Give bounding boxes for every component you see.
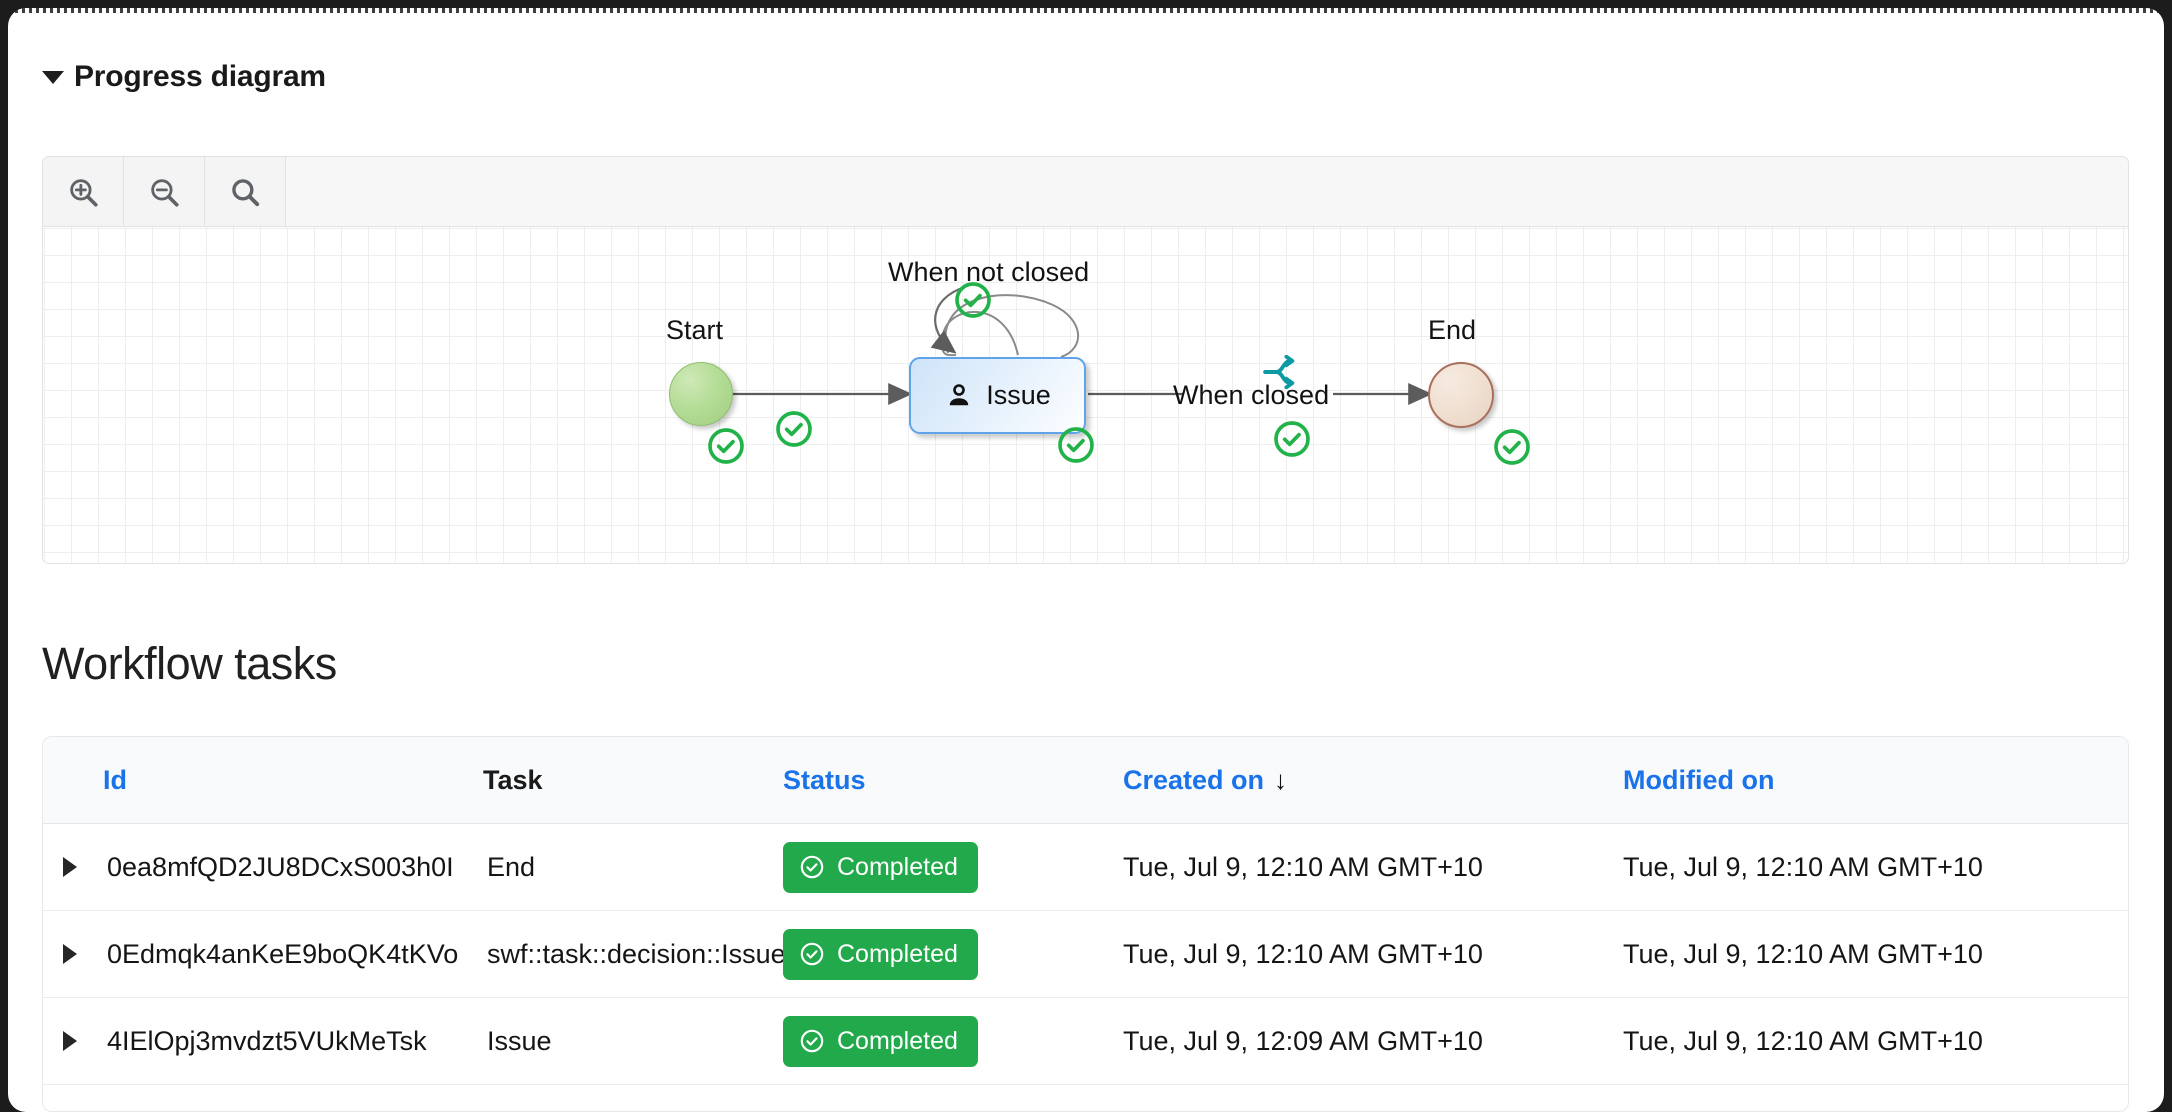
table-row[interactable]: 0ea8mfQD2JU8DCxS003h0I End Completed Tue… xyxy=(43,823,2128,911)
table-row[interactable]: 0Edmqk4anKeE9boQK4tKVo swf::task::decisi… xyxy=(43,910,2128,998)
cell-status: Completed xyxy=(783,823,1123,911)
check-circle-icon xyxy=(1058,427,1094,463)
zoom-out-icon xyxy=(151,178,179,207)
status-badge[interactable]: Completed xyxy=(783,1015,978,1067)
node-end[interactable] xyxy=(1428,362,1494,428)
expand-row-icon[interactable] xyxy=(63,944,77,964)
search-icon xyxy=(232,178,260,206)
cell-task: Issue xyxy=(483,997,783,1085)
cell-status: Completed xyxy=(783,997,1123,1085)
page-title: Progress diagram xyxy=(74,60,326,93)
status-badge-label: Completed xyxy=(837,852,958,881)
cell-id: 0ea8mfQD2JU8DCxS003h0I xyxy=(103,823,483,911)
column-header-status[interactable]: Status xyxy=(783,737,1123,824)
person-icon xyxy=(949,383,969,405)
check-circle-icon xyxy=(800,855,824,879)
row-expand-cell[interactable] xyxy=(43,823,103,911)
check-circle-icon xyxy=(776,411,812,447)
column-header-expand xyxy=(43,737,103,824)
cell-status: Completed xyxy=(783,910,1123,998)
check-circle-icon xyxy=(708,428,744,464)
node-label-end: End xyxy=(1428,315,1477,345)
zoom-reset-button[interactable] xyxy=(205,157,286,226)
column-header-id[interactable]: Id xyxy=(103,737,483,824)
edge-label-when-not-closed: When not closed xyxy=(888,257,1090,287)
expand-row-icon[interactable] xyxy=(63,1031,77,1051)
progress-card: Progress diagram xyxy=(8,8,2164,1112)
cell-created-on: Tue, Jul 9, 12:09 AM GMT+10 xyxy=(1123,997,1623,1085)
cell-id: 0Edmqk4anKeE9boQK4tKVo xyxy=(103,910,483,998)
diagram-toolbar xyxy=(42,156,2129,226)
status-badge-label: Completed xyxy=(837,939,958,968)
node-issue[interactable]: Issue xyxy=(909,357,1086,434)
node-issue-label: Issue xyxy=(986,380,1051,410)
zoom-in-icon xyxy=(70,178,98,207)
top-cut-edge xyxy=(8,8,2164,13)
diagram-edges xyxy=(708,285,1433,405)
cell-id: 4IElOpj3mvdzt5VUkMeTsk xyxy=(103,997,483,1085)
caret-down-icon[interactable] xyxy=(42,70,64,84)
arrow-down-icon: ↓ xyxy=(1274,764,1288,795)
cell-task: End xyxy=(483,823,783,911)
progress-diagram: Start Issue End When not closed When clo… xyxy=(42,156,2129,584)
workflow-tasks-heading: Workflow tasks xyxy=(42,638,337,689)
progress-diagram-section-header[interactable]: Progress diagram xyxy=(42,60,326,94)
diagram-canvas[interactable]: Start Issue End When not closed When clo… xyxy=(42,226,2129,564)
workflow-tasks-table: Id Task Status Created on ↓ Modified on xyxy=(42,736,2129,1112)
node-label-start: Start xyxy=(666,315,724,345)
check-circle-icon xyxy=(1494,429,1530,465)
column-header-status-label[interactable]: Status xyxy=(783,764,866,795)
row-expand-cell[interactable] xyxy=(43,997,103,1085)
column-header-modified-on[interactable]: Modified on xyxy=(1623,737,2128,824)
status-badge[interactable]: Completed xyxy=(783,841,978,893)
check-circle-icon xyxy=(800,942,824,966)
column-header-created-on[interactable]: Created on ↓ xyxy=(1123,737,1623,824)
column-header-created-on-label[interactable]: Created on xyxy=(1123,764,1265,795)
table-body: 0ea8mfQD2JU8DCxS003h0I End Completed Tue… xyxy=(43,823,2128,1085)
status-badge-label: Completed xyxy=(837,1026,958,1055)
check-circle-icon xyxy=(955,282,991,318)
cell-task: swf::task::decision::Issue xyxy=(483,910,786,998)
column-header-task-label: Task xyxy=(483,764,543,795)
check-circle-icon xyxy=(1274,421,1310,457)
table-header-row: Id Task Status Created on ↓ Modified on xyxy=(43,737,2128,824)
column-header-modified-on-label[interactable]: Modified on xyxy=(1623,764,1775,795)
zoom-out-button[interactable] xyxy=(124,157,205,226)
cell-modified-on: Tue, Jul 9, 12:10 AM GMT+10 xyxy=(1623,910,2128,998)
cell-created-on: Tue, Jul 9, 12:10 AM GMT+10 xyxy=(1123,910,1623,998)
expand-row-icon[interactable] xyxy=(63,857,77,877)
node-start[interactable] xyxy=(669,362,733,426)
edge-label-when-closed: When closed xyxy=(1173,380,1330,410)
check-circle-icon xyxy=(800,1029,824,1053)
branch-split-icon[interactable] xyxy=(1262,355,1304,389)
cell-modified-on: Tue, Jul 9, 12:10 AM GMT+10 xyxy=(1623,823,2128,911)
status-badge[interactable]: Completed xyxy=(783,928,978,980)
column-header-id-label[interactable]: Id xyxy=(103,764,127,795)
row-expand-cell[interactable] xyxy=(43,910,103,998)
cell-modified-on: Tue, Jul 9, 12:10 AM GMT+10 xyxy=(1623,997,2128,1085)
cell-created-on: Tue, Jul 9, 12:10 AM GMT+10 xyxy=(1123,823,1623,911)
table-row[interactable]: 4IElOpj3mvdzt5VUkMeTsk Issue Completed T… xyxy=(43,997,2128,1085)
zoom-in-button[interactable] xyxy=(43,157,124,226)
column-header-task: Task xyxy=(483,737,783,824)
